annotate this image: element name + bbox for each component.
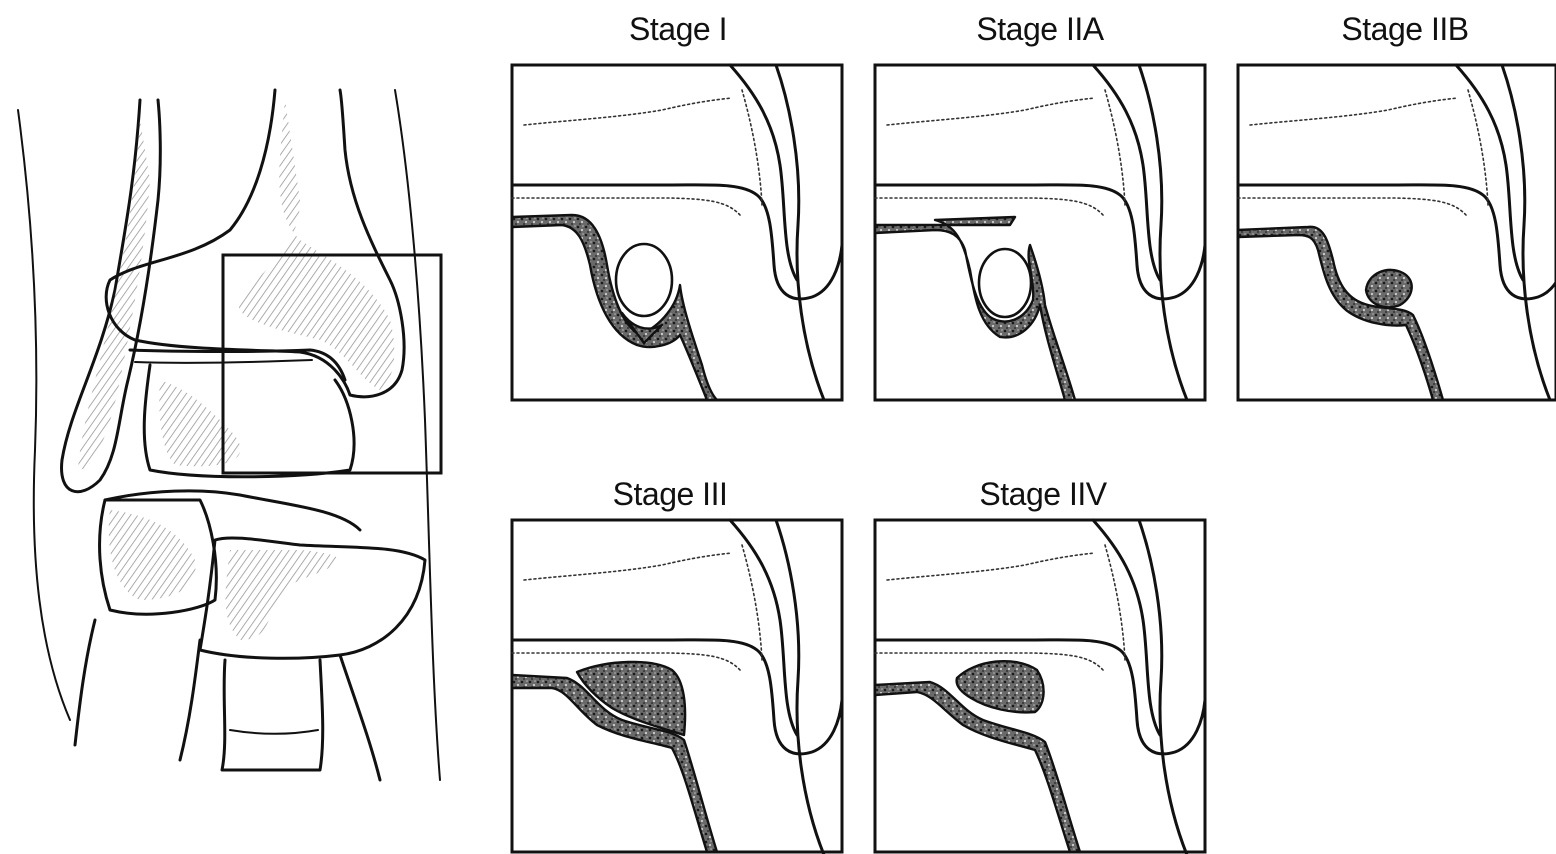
metatarsal-1 [222, 660, 323, 770]
stage-iib-label: Stage IIB [1341, 11, 1468, 47]
stage-i-label: Stage I [629, 11, 727, 47]
stage-iib-fragment [1366, 270, 1412, 307]
panel-stage-iii: Stage III [512, 476, 842, 854]
skin-outline-lateral [18, 110, 70, 720]
stage-iiv-label: Stage IIV [979, 476, 1107, 512]
skin-outline-medial [395, 90, 440, 780]
stage-iia-frame [875, 65, 1205, 400]
metatarsal-outline [75, 620, 95, 745]
stage-iii-label: Stage III [613, 476, 728, 512]
panel-stage-iib: Stage IIB [1238, 11, 1556, 400]
panel-stage-i: Stage I [512, 11, 842, 400]
panel-stage-iia: Stage IIA [875, 11, 1205, 400]
panel-stage-iiv: Stage IIV [875, 476, 1205, 854]
stage-i-cyst [616, 244, 672, 316]
ankle-overview-illustration [18, 90, 441, 780]
stage-i-frame [512, 65, 842, 400]
stage-iia-label: Stage IIA [976, 11, 1104, 47]
stage-iia-cyst [979, 249, 1031, 317]
